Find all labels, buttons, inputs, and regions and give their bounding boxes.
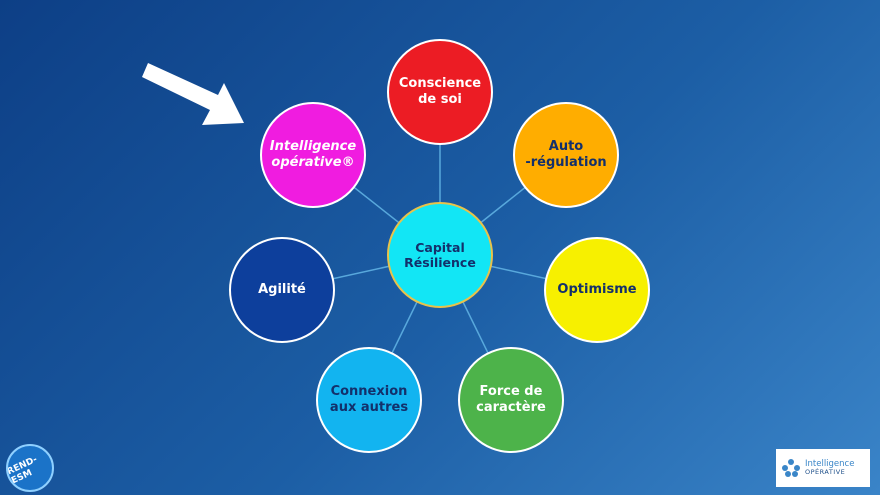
logo-right-line1: Intelligence [805, 459, 855, 470]
node-intelligence-operative: Intelligence opérative® [260, 102, 366, 208]
arrow-icon [142, 63, 244, 125]
node-label: Connexion aux autres [329, 384, 409, 415]
node-label: Conscience de soi [398, 76, 482, 107]
node-force-de-caractere: Force de caractère [458, 347, 564, 453]
node-label: Optimisme [557, 282, 637, 298]
network-mark-icon [782, 459, 800, 477]
spiral-logo-icon: REND-ESM [6, 444, 54, 492]
network-logo-icon: Intelligence OPÉRATIVE [776, 449, 870, 487]
node-label: Capital Résilience [404, 240, 476, 270]
node-capital-resilience: Capital Résilience [387, 202, 493, 308]
node-label: Intelligence opérative® [269, 139, 357, 170]
node-label: Force de caractère [476, 384, 546, 415]
node-optimisme: Optimisme [544, 237, 650, 343]
node-connexion-aux-autres: Connexion aux autres [316, 347, 422, 453]
node-agilite: Agilité [229, 237, 335, 343]
node-auto-regulation: Auto -régulation [513, 102, 619, 208]
logo-left-text: REND-ESM [6, 454, 40, 487]
logo-right-line2: OPÉRATIVE [805, 468, 846, 477]
node-label: Auto -régulation [525, 139, 607, 170]
node-conscience-de-soi: Conscience de soi [387, 39, 493, 145]
node-label: Agilité [258, 282, 306, 298]
